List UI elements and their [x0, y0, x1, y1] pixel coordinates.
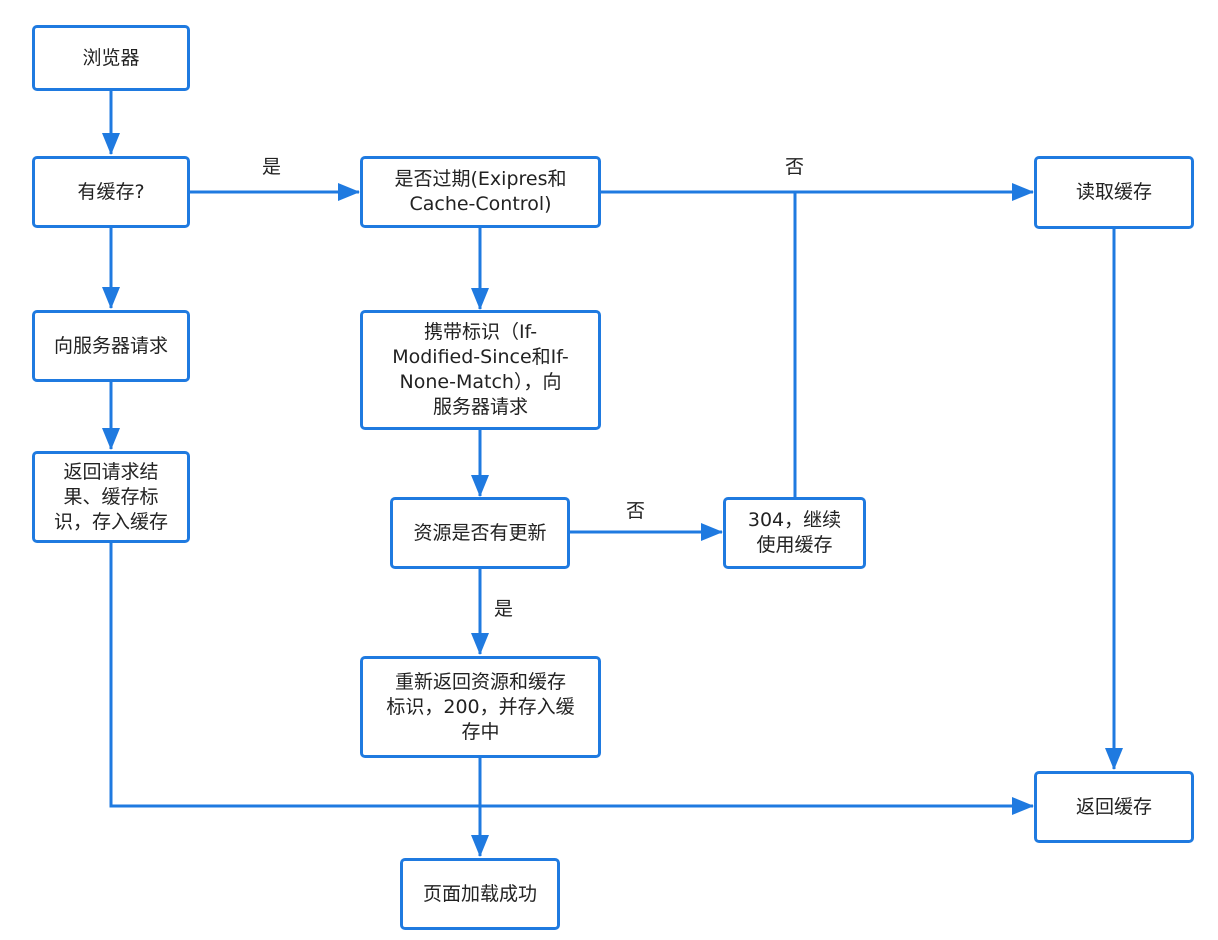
node-expired-check: 是否过期(Exipres和 Cache-Control) — [360, 156, 601, 228]
node-browser-label: 浏览器 — [82, 46, 140, 69]
node-read-cache-label: 读取缓存 — [1075, 181, 1152, 203]
node-has-cache: 有缓存? — [32, 156, 190, 228]
node-304-use-cache-label: 304，继续 使用缓存 — [747, 509, 842, 556]
node-page-loaded: 页面加载成功 — [400, 858, 560, 930]
node-expired-check-label: 是否过期(Exipres和 Cache-Control) — [394, 168, 567, 215]
edge-return-result-to-return-cache — [109, 543, 1034, 815]
node-resource-updated: 资源是否有更新 — [390, 497, 570, 569]
edge-label-yes-updated: 是 — [494, 598, 514, 620]
edge-label-yes-has-cache: 是 — [262, 156, 282, 178]
node-carry-identifier: 携带标识（If- Modified-Since和If- None-Match），… — [360, 310, 601, 430]
node-304-use-cache: 304，继续 使用缓存 — [723, 497, 866, 569]
node-read-cache: 读取缓存 — [1034, 156, 1194, 229]
node-page-loaded-label: 页面加载成功 — [422, 882, 537, 905]
edge-label-no-updated: 否 — [626, 500, 646, 522]
edge-label-no-expired: 否 — [785, 156, 805, 178]
node-return-again-label: 重新返回资源和缓存 标识，200，并存入缓 存中 — [386, 670, 575, 743]
node-request-server-label: 向服务器请求 — [53, 334, 168, 357]
node-has-cache-label: 有缓存? — [77, 180, 145, 203]
node-return-again: 重新返回资源和缓存 标识，200，并存入缓 存中 — [360, 656, 601, 758]
node-resource-updated-label: 资源是否有更新 — [413, 521, 547, 544]
node-browser: 浏览器 — [32, 25, 190, 91]
node-carry-identifier-label: 携带标识（If- Modified-Since和If- None-Match），… — [392, 321, 569, 418]
node-return-result: 返回请求结 果、缓存标 识，存入缓存 — [32, 451, 190, 543]
node-request-server: 向服务器请求 — [32, 310, 190, 382]
node-return-cache-label: 返回缓存 — [1075, 795, 1152, 818]
node-return-result-label: 返回请求结 果、缓存标 识，存入缓存 — [53, 460, 168, 533]
node-return-cache: 返回缓存 — [1034, 771, 1194, 843]
